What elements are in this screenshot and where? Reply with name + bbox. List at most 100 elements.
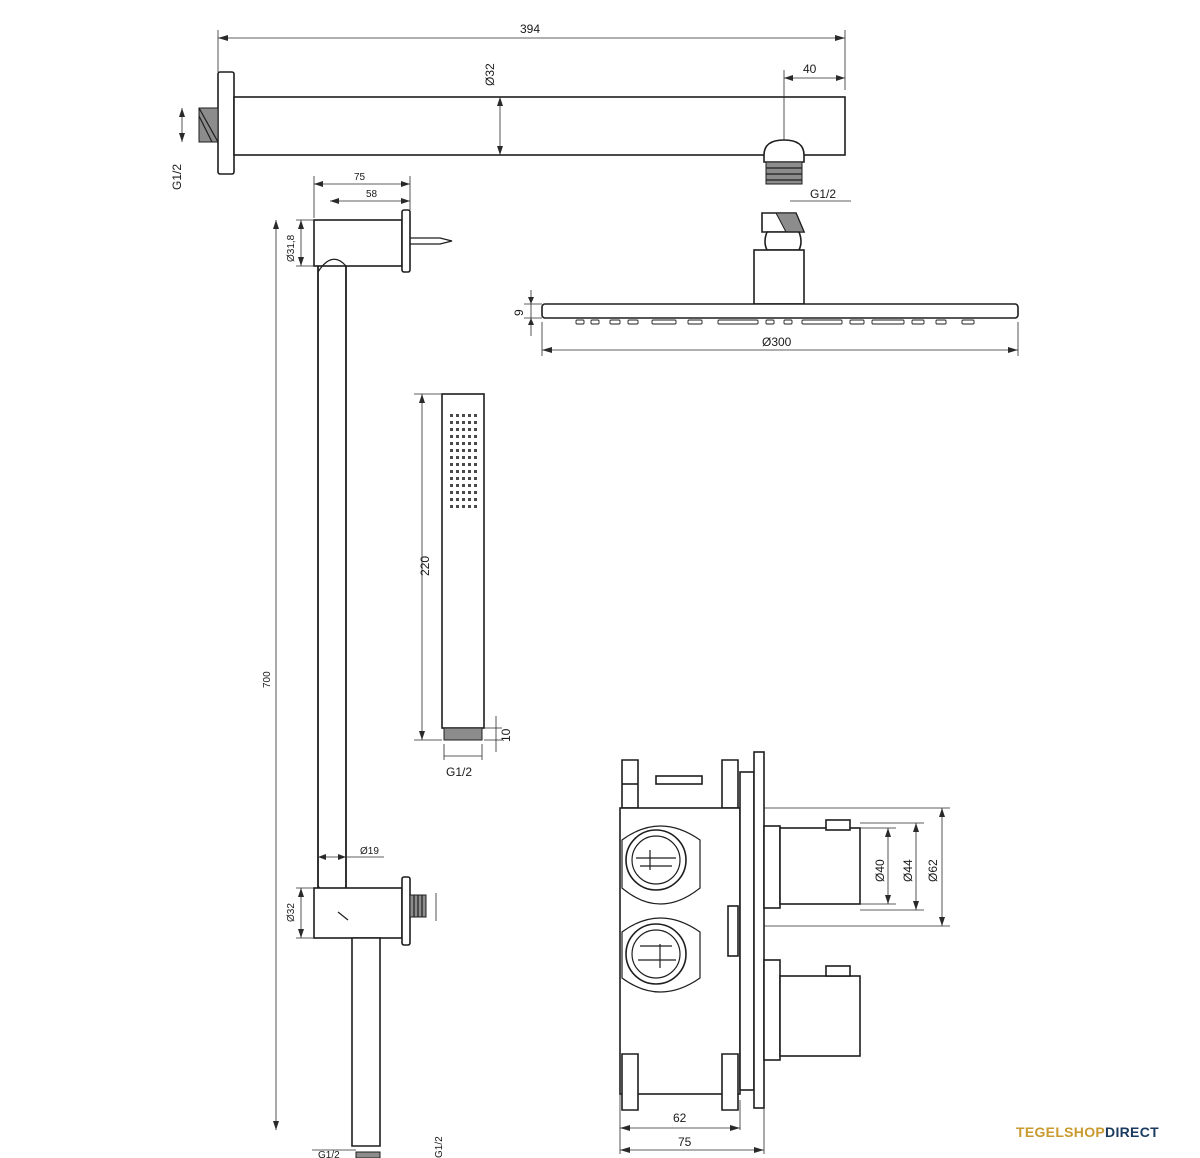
nozzle-dot — [456, 484, 459, 487]
nozzle-dot — [474, 442, 477, 445]
shower-arm: 394 G1/2 Ø32 40 G1/2 — [170, 22, 851, 202]
nozzle-dot — [468, 463, 471, 466]
nozzle-dot — [462, 421, 465, 424]
nozzle-dot — [462, 456, 465, 459]
nozzle-dot — [456, 421, 459, 424]
nozzle-dot — [456, 449, 459, 452]
box-depth-inner-label: 62 — [673, 1111, 687, 1125]
nozzle-dot — [468, 449, 471, 452]
brand-part1: TEGELSHOP — [1016, 1124, 1106, 1140]
nozzle-dot — [474, 470, 477, 473]
arm-offset-label: 40 — [803, 62, 817, 76]
nozzle-dot — [462, 435, 465, 438]
nozzle-dot — [456, 428, 459, 431]
nozzle-dot — [474, 491, 477, 494]
nozzle-dot — [474, 477, 477, 480]
knob-d3-label: Ø62 — [926, 859, 940, 882]
nozzle-dot — [462, 414, 465, 417]
nozzle-dot — [450, 498, 453, 501]
holder-depth-label: 58 — [366, 189, 378, 200]
nozzle-dot — [456, 470, 459, 473]
rail-length-label: 700 — [262, 671, 273, 688]
nozzle-dot — [450, 477, 453, 480]
head-height-label: 9 — [512, 309, 526, 316]
nozzle-dot — [474, 484, 477, 487]
handshower-length-label: 220 — [418, 556, 432, 576]
arm-diameter-label: Ø32 — [483, 63, 497, 86]
nozzle-dot — [450, 456, 453, 459]
nozzle-dot — [462, 505, 465, 508]
nozzle-dot — [468, 456, 471, 459]
outlet-diameter-label: Ø32 — [286, 903, 297, 922]
nozzle-dot — [456, 463, 459, 466]
nozzle-dot — [474, 414, 477, 417]
nozzle-dot — [462, 498, 465, 501]
nozzle-dot — [462, 477, 465, 480]
nozzle-dot — [462, 463, 465, 466]
nozzle-dot — [474, 505, 477, 508]
nozzle-dot — [456, 456, 459, 459]
holder-diameter-label: Ø31,8 — [286, 234, 297, 262]
holder-width-label: 75 — [354, 172, 366, 183]
nozzle-dot — [456, 414, 459, 417]
nozzle-dot — [456, 498, 459, 501]
nozzle-dot — [456, 477, 459, 480]
box-depth-outer-label: 75 — [678, 1135, 692, 1149]
nozzle-dot — [462, 470, 465, 473]
nozzle-dot — [450, 421, 453, 424]
knob-d1-label: Ø40 — [873, 859, 887, 882]
nozzle-dot — [462, 442, 465, 445]
brand-part2: DIRECT — [1105, 1124, 1159, 1140]
nozzle-dot — [450, 435, 453, 438]
nozzle-dot — [450, 442, 453, 445]
nozzle-dot — [468, 477, 471, 480]
brand-logo: TEGELSHOPDIRECT — [1016, 1124, 1159, 1140]
nozzle-dot — [468, 470, 471, 473]
outlet-thread-left-label: G1/2 — [318, 1150, 340, 1158]
nozzle-dot — [450, 428, 453, 431]
nozzle-dot — [450, 484, 453, 487]
nozzle-dot — [450, 491, 453, 494]
hand-shower: 220 10 G1/2 — [414, 393, 513, 779]
slide-rail: 75 58 Ø31,8 700 Ø19 — [262, 172, 453, 1158]
nozzle-dot — [474, 463, 477, 466]
nozzle-dot — [468, 505, 471, 508]
arm-head-thread-label: G1/2 — [810, 187, 836, 201]
nozzle-dot — [468, 414, 471, 417]
nozzle-dot — [468, 498, 471, 501]
nozzle-dot — [474, 435, 477, 438]
arm-length-label: 394 — [520, 22, 540, 36]
nozzle-dot — [474, 428, 477, 431]
nozzle-dot — [474, 421, 477, 424]
handshower-tail-label: 10 — [499, 728, 513, 742]
knob-d2-label: Ø44 — [901, 859, 915, 882]
handshower-thread-label: G1/2 — [446, 765, 472, 779]
hand-shower-nozzles — [450, 414, 477, 508]
nozzle-dot — [474, 456, 477, 459]
thermostat-box: Ø40 Ø44 Ø62 62 75 — [619, 751, 950, 1154]
nozzle-dot — [462, 428, 465, 431]
nozzle-dot — [456, 491, 459, 494]
nozzle-dot — [450, 449, 453, 452]
nozzle-dot — [468, 428, 471, 431]
nozzle-dot — [468, 491, 471, 494]
nozzle-dot — [450, 463, 453, 466]
nozzle-dot — [456, 435, 459, 438]
nozzle-dot — [468, 484, 471, 487]
nozzle-dot — [450, 470, 453, 473]
nozzle-dot — [474, 498, 477, 501]
nozzle-dot — [450, 505, 453, 508]
nozzle-dot — [462, 449, 465, 452]
nozzle-dot — [462, 484, 465, 487]
arm-thread-label: G1/2 — [170, 164, 184, 190]
nozzle-dot — [450, 414, 453, 417]
outlet-thread-right-label: G1/2 — [434, 1136, 445, 1158]
nozzle-dot — [474, 449, 477, 452]
nozzle-dot — [456, 442, 459, 445]
rail-diameter-label: Ø19 — [360, 846, 379, 857]
nozzle-dot — [468, 435, 471, 438]
nozzle-dot — [462, 491, 465, 494]
head-nozzles — [575, 319, 975, 325]
head-diameter-label: Ø300 — [762, 335, 792, 349]
